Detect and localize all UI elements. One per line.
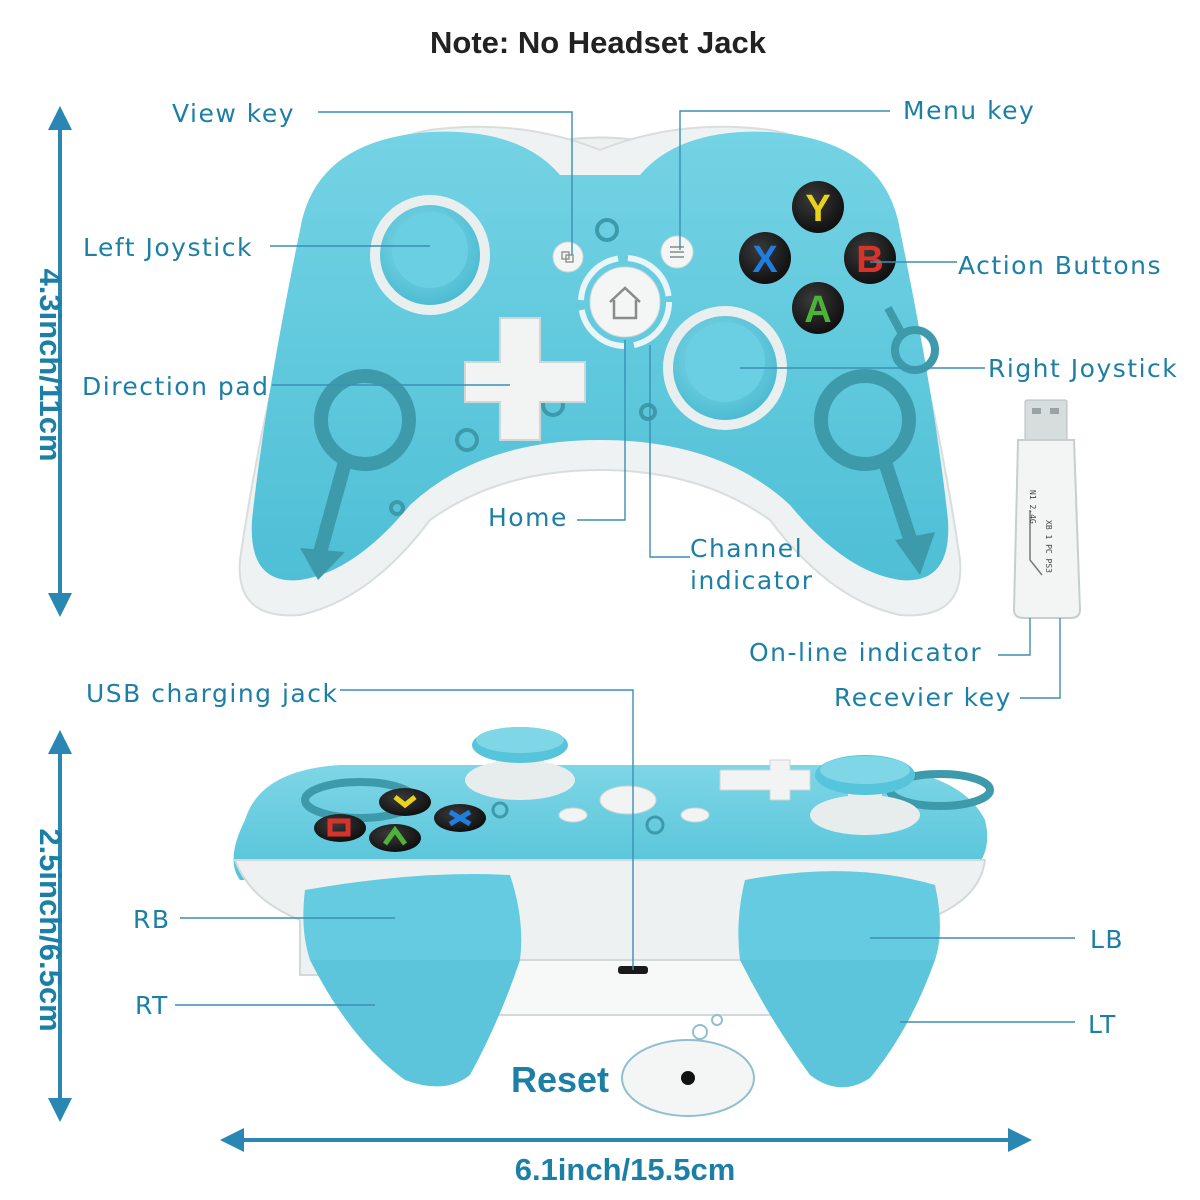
side-view-key[interactable] bbox=[558, 807, 588, 823]
label-lb: LB bbox=[1090, 925, 1124, 954]
svg-text:A: A bbox=[804, 289, 831, 331]
label-home: Home bbox=[488, 503, 568, 532]
view-key[interactable] bbox=[552, 241, 584, 273]
rb-bumper[interactable] bbox=[303, 874, 522, 960]
svg-text:B: B bbox=[856, 239, 883, 281]
label-right-joystick: Right Joystick bbox=[988, 354, 1178, 383]
menu-icon bbox=[670, 246, 684, 258]
side-controller bbox=[233, 727, 994, 1088]
decor-arrow-right bbox=[895, 532, 935, 575]
leader-lines bbox=[175, 110, 1075, 1023]
label-rt: RT bbox=[135, 991, 169, 1020]
svg-text:Y: Y bbox=[805, 188, 830, 230]
side-button-y[interactable] bbox=[379, 788, 431, 816]
label-receiver-key: Recevier key bbox=[834, 683, 1012, 712]
direction-pad[interactable] bbox=[464, 317, 586, 441]
label-channel-indicator-line1: Channel bbox=[690, 534, 803, 563]
side-button-b[interactable] bbox=[314, 814, 366, 842]
side-left-stick[interactable] bbox=[810, 755, 920, 835]
side-menu-key[interactable] bbox=[680, 807, 710, 823]
left-joystick[interactable] bbox=[370, 195, 490, 315]
button-y[interactable]: Y bbox=[792, 181, 844, 233]
controller-body bbox=[251, 131, 949, 581]
decor-arrow-left bbox=[300, 548, 345, 580]
home-icon bbox=[609, 286, 641, 320]
page-title: Note: No Headset Jack bbox=[430, 25, 767, 60]
side-home-button[interactable] bbox=[599, 785, 657, 815]
label-channel-indicator-line2: indicator bbox=[690, 566, 814, 595]
right-joystick[interactable] bbox=[663, 306, 787, 430]
label-direction-pad: Direction pad bbox=[82, 372, 269, 401]
side-button-x[interactable] bbox=[434, 804, 486, 832]
side-right-stick[interactable] bbox=[465, 727, 575, 800]
lt-trigger[interactable] bbox=[740, 960, 935, 1088]
menu-key[interactable] bbox=[660, 235, 694, 269]
dimension-arrows bbox=[48, 106, 1032, 1152]
button-a[interactable]: A bbox=[792, 282, 844, 334]
label-online-indicator: On-line indicator bbox=[749, 638, 982, 667]
label-rb: RB bbox=[133, 905, 171, 934]
rt-trigger[interactable] bbox=[310, 960, 520, 1087]
side-dpad[interactable] bbox=[719, 759, 811, 801]
reset-button[interactable] bbox=[621, 1014, 755, 1117]
front-controller: Y X B A bbox=[238, 125, 962, 617]
reset-label: Reset bbox=[511, 1059, 609, 1100]
label-action-buttons: Action Buttons bbox=[958, 251, 1162, 280]
label-left-joystick: Left Joystick bbox=[83, 233, 253, 262]
label-view-key: View key bbox=[172, 99, 295, 128]
decor-symbol-right bbox=[814, 369, 919, 548]
dongle-label-2: XB 1 PC PS3 bbox=[1044, 520, 1053, 573]
dongle-label-1: N1 2.4G bbox=[1028, 490, 1037, 524]
side-height-dimension: 2.5inch/6.5cm bbox=[33, 828, 68, 1031]
usb-receiver: N1 2.4G XB 1 PC PS3 bbox=[1012, 399, 1082, 619]
front-height-dimension: 4.3inch/11cm bbox=[33, 268, 68, 461]
decor-small-symbol bbox=[884, 306, 939, 374]
button-b[interactable]: B bbox=[844, 232, 896, 284]
lb-bumper[interactable] bbox=[738, 871, 940, 960]
decor-symbol-left bbox=[311, 369, 416, 562]
home-button[interactable] bbox=[578, 255, 672, 349]
button-x[interactable]: X bbox=[739, 232, 791, 284]
width-dimension: 6.1inch/15.5cm bbox=[515, 1152, 736, 1187]
label-menu-key: Menu key bbox=[903, 96, 1035, 125]
side-button-a[interactable] bbox=[369, 824, 421, 852]
label-usb-charging-jack: USB charging jack bbox=[86, 679, 338, 708]
svg-text:X: X bbox=[752, 239, 778, 281]
label-lt: LT bbox=[1088, 1010, 1117, 1039]
